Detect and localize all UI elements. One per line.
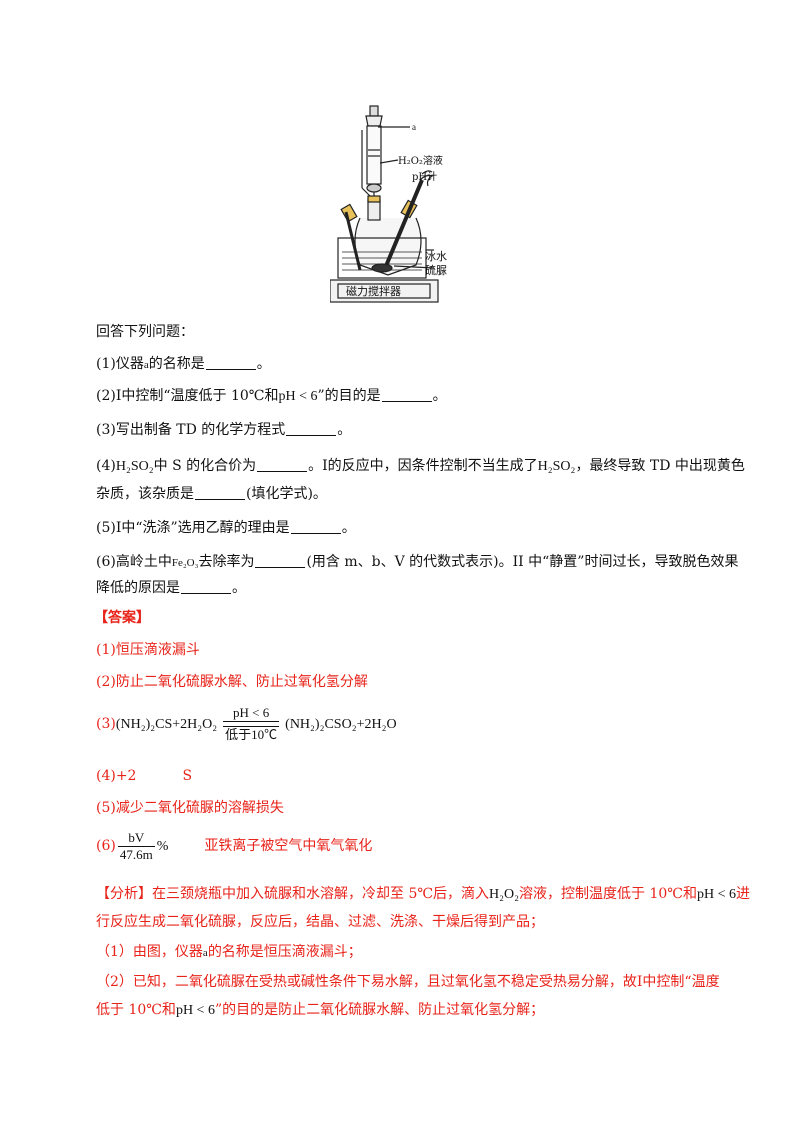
apparatus-figure: a H₂O₂溶液 pH计 冰水 硫脲 磁力搅拌器 [330, 105, 447, 303]
answer-blank[interactable] [195, 485, 245, 500]
answer-blank[interactable] [255, 553, 306, 568]
label-thiourea: 硫脲 [425, 263, 447, 277]
answer-blank[interactable] [257, 457, 308, 472]
question-1: (1)仪器a的名称是。 [96, 355, 271, 372]
analysis-line-3: （1）由图，仪器a的名称是恒压滴液漏斗； [96, 944, 362, 960]
answer-5: (5)减少二氧化硫脲的溶解损失 [96, 800, 284, 816]
answer-blank[interactable] [286, 421, 337, 436]
answer-blank[interactable] [381, 387, 432, 402]
answer-heading: 【答案】 [94, 610, 150, 626]
analysis-line-4: （2）已知，二氧化硫脲在受热或碱性条件下易水解，且过氧化氢不稳定受热易分解，故Ⅰ… [96, 974, 720, 990]
analysis-line-1: 【分析】在三颈烧瓶中加入硫脲和水溶解，冷却至 5℃后，滴入H₂O₂溶液，控制温度… [96, 886, 750, 902]
question-3: (3)写出制备 TD 的化学方程式。 [96, 421, 352, 438]
question-5: (5)Ⅰ中“洗涤”选用乙醇的理由是。 [96, 519, 356, 536]
label-ice-water: 冰水 [425, 250, 447, 263]
equation-lhs: (NH₂)₂CS+2H₂O₂ [115, 717, 218, 732]
label-a: a [412, 122, 416, 132]
question-2: (2)Ⅰ中控制“温度低于 10℃和pH < 6”的目的是。 [96, 387, 447, 404]
analysis-line-5: 低于 10℃和pH < 6”的目的是防止二氧化硫脲水解、防止过氧化氢分解； [96, 1002, 545, 1018]
question-4-line-1: (4)H₂SO₂中 S 的化合价为。Ⅰ的反应中，因条件控制不当生成了H₂SO₂，… [96, 457, 745, 474]
question-4-line-2: 杂质，该杂质是(填化学式)。 [96, 485, 327, 502]
question-6-line-1: (6)高岭土中Fe₂O₃去除率为(用含 m、b、V 的代数式表示)。II 中“静… [96, 553, 739, 570]
analysis-line-2: 行反应生成二氧化硫脲，反应后，结晶、过滤、洗涤、干燥后得到产品； [96, 914, 544, 930]
label-stirrer: 磁力搅拌器 [346, 284, 401, 298]
question-6-line-2: 降低的原因是。 [96, 579, 246, 596]
answer-1: (1)恒压滴液漏斗 [96, 642, 200, 658]
intro-text: 回答下列问题： [96, 324, 194, 340]
label-ph-meter: pH计 [412, 170, 437, 183]
label-h2o2: H₂O₂溶液 [398, 154, 443, 167]
answer-2: (2)防止二氧化硫脲水解、防止过氧化氢分解 [96, 674, 368, 690]
answer-blank[interactable] [181, 579, 231, 594]
equation-rhs: (NH₂)₂CSO₂+2H₂O [285, 717, 397, 732]
answer-blank[interactable] [290, 519, 341, 534]
answer-blank[interactable] [205, 355, 256, 370]
